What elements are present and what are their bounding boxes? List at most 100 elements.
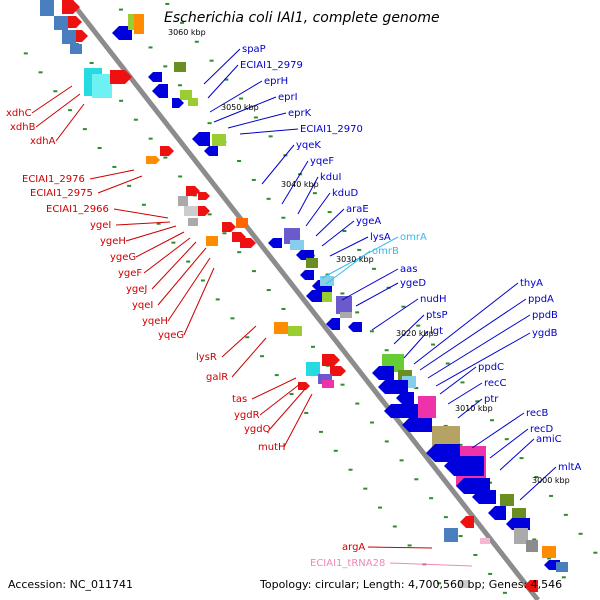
gene-label[interactable]: ECIAI1_2966 xyxy=(46,204,109,215)
leader-line xyxy=(167,257,211,322)
leader-line xyxy=(113,208,169,219)
leader-line xyxy=(209,80,263,113)
gene-label[interactable]: ECIAI1_tRNA28 xyxy=(310,558,385,569)
gene-label[interactable]: ygeI xyxy=(90,220,111,231)
gene-label[interactable]: yqeK xyxy=(296,140,321,151)
gene-label[interactable]: omrB xyxy=(372,246,399,257)
gene-label[interactable]: ygdR xyxy=(234,410,260,421)
gene-label[interactable]: ptr xyxy=(484,394,499,405)
scale-dot xyxy=(443,516,448,519)
gene-label[interactable]: ppdC xyxy=(478,362,504,373)
gene-label[interactable]: ygeF xyxy=(118,268,142,279)
gene-label[interactable]: ECIAI1_2975 xyxy=(30,188,93,199)
scale-dot xyxy=(348,468,353,471)
gene-label[interactable]: ygeG xyxy=(110,252,136,263)
gene-block xyxy=(54,16,68,30)
gene-block xyxy=(92,74,112,98)
gene-arrow-forward xyxy=(198,206,210,216)
gene-arrow-reverse xyxy=(296,250,314,260)
scale-dot xyxy=(504,438,509,441)
gene-label[interactable]: xdhB xyxy=(10,122,36,133)
gene-arrow-forward xyxy=(240,238,256,248)
scale-dot xyxy=(407,544,412,547)
kbp-tick-label: 3040 kbp xyxy=(281,180,319,189)
gene-label[interactable]: tas xyxy=(232,394,247,405)
gene-label[interactable]: ygdB xyxy=(532,328,558,339)
gene-label[interactable]: argA xyxy=(342,542,365,553)
gene-label[interactable]: kduI xyxy=(320,172,341,183)
gene-label[interactable]: ygeA xyxy=(356,216,381,227)
gene-label[interactable]: kduD xyxy=(332,188,358,199)
gene-label[interactable]: ppdA xyxy=(528,294,554,305)
gene-label[interactable]: lysA xyxy=(370,232,391,243)
kbp-tick-label: 3060 kbp xyxy=(168,28,206,37)
gene-label[interactable]: ygeJ xyxy=(126,284,147,295)
leader-line xyxy=(207,64,239,99)
scale-dot xyxy=(53,90,58,93)
scale-dot xyxy=(23,52,28,55)
gene-label[interactable]: xdhC xyxy=(6,108,32,119)
scale-dot xyxy=(369,330,374,333)
gene-label[interactable]: thyA xyxy=(520,278,543,289)
leader-line xyxy=(203,48,241,85)
gene-label[interactable]: eprH xyxy=(264,76,288,87)
scale-dot xyxy=(311,345,316,348)
gene-label[interactable]: ygeH xyxy=(100,236,126,247)
gene-label[interactable]: lgt xyxy=(430,326,443,337)
leader-line xyxy=(151,241,197,290)
gene-label[interactable]: nudH xyxy=(420,294,447,305)
gene-label[interactable]: eprI xyxy=(278,92,298,103)
gene-label[interactable]: ygdQ xyxy=(244,424,271,435)
leader-line xyxy=(231,337,267,378)
gene-label[interactable]: ECIAI1_2976 xyxy=(22,174,85,185)
gene-label[interactable]: eprK xyxy=(288,108,312,119)
leader-line xyxy=(341,268,399,301)
gene-label[interactable]: amiC xyxy=(536,434,562,445)
gene-label[interactable]: yqeG xyxy=(158,330,184,341)
scale-dot xyxy=(133,118,138,121)
leader-line xyxy=(427,314,531,379)
gene-label[interactable]: yqeH xyxy=(142,316,168,327)
scale-dot xyxy=(519,457,524,460)
gene-label[interactable]: mltA xyxy=(558,462,581,473)
leader-line xyxy=(419,298,527,371)
scale-dot xyxy=(384,349,389,352)
gene-label[interactable]: yqeF xyxy=(310,156,334,167)
leader-line xyxy=(251,377,297,400)
leader-line xyxy=(183,267,215,336)
gene-label[interactable]: recB xyxy=(526,408,549,419)
gene-arrow-reverse xyxy=(524,580,538,592)
gene-label[interactable]: ptsP xyxy=(426,310,448,321)
gene-label[interactable]: omrA xyxy=(400,232,427,243)
leader-line xyxy=(305,192,331,227)
gene-label[interactable]: mutH xyxy=(258,442,286,453)
gene-arrow-reverse xyxy=(192,132,210,146)
gene-arrow-reverse xyxy=(152,84,168,98)
gene-label[interactable]: ECIAI1_2979 xyxy=(240,60,303,71)
scale-dot xyxy=(281,307,286,310)
gene-block xyxy=(320,276,334,286)
leader-line xyxy=(283,393,313,448)
gene-label[interactable]: lysR xyxy=(196,352,217,363)
gene-block xyxy=(526,540,538,552)
gene-label[interactable]: yqeI xyxy=(132,300,153,311)
gene-arrow-reverse xyxy=(300,270,314,280)
gene-label[interactable]: ppdB xyxy=(532,310,558,321)
gene-label[interactable]: recC xyxy=(484,378,507,389)
gene-label[interactable]: galR xyxy=(206,372,228,383)
scale-dot xyxy=(127,184,132,187)
gene-label[interactable]: xdhA xyxy=(30,136,56,147)
gene-label[interactable]: aas xyxy=(400,264,417,275)
gene-arrow-reverse xyxy=(148,72,162,82)
leader-line xyxy=(55,103,85,142)
scale-dot xyxy=(312,192,317,195)
gene-label[interactable]: araE xyxy=(346,204,369,215)
gene-block xyxy=(444,528,458,542)
gene-label[interactable]: spaP xyxy=(242,44,266,55)
gene-label[interactable]: ygeD xyxy=(400,278,426,289)
gene-label[interactable]: recD xyxy=(530,424,554,435)
gene-arrow-forward xyxy=(110,70,132,84)
leader-line xyxy=(31,85,73,114)
scale-dot xyxy=(502,591,507,594)
gene-label[interactable]: ECIAI1_2970 xyxy=(300,124,363,135)
